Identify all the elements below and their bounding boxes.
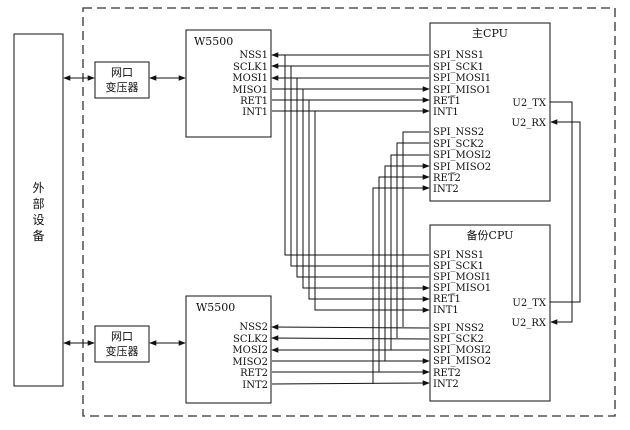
w5500-top-pin: RET1 <box>240 96 268 107</box>
transformer-bottom-line1: 网口 <box>111 330 133 343</box>
cpu-backup-uart-rx: U2_RX <box>512 318 547 329</box>
w5500-bottom-pin: NSS2 <box>239 322 268 333</box>
cpu-backup-pin: SPI_NSS1 <box>433 250 484 261</box>
cpu-main-pin: SPI_MOSI2 <box>433 150 491 161</box>
bus-wtop-backup <box>308 100 430 302</box>
cpu-backup-pin: RET2 <box>433 368 461 379</box>
bus-wbottom-main <box>378 174 430 372</box>
cpu-main-pin: INT2 <box>433 184 459 195</box>
cpu-main-title: 主CPU <box>472 27 508 40</box>
w5500-bottom-pin: MOSI2 <box>232 345 268 356</box>
cpu-main-uart-tx: U2_TX <box>512 98 546 109</box>
uart-link-main-tx-to-backup-rx <box>550 101 573 325</box>
transformer-bottom-line2: 变压器 <box>106 344 139 358</box>
cpu-backup-pin: SPI_MOSI1 <box>433 272 491 283</box>
cpu-main-pin: RET1 <box>433 96 461 107</box>
cpu-main-pin: SPI_MISO2 <box>433 162 491 173</box>
cpu-backup-title: 备份CPU <box>467 228 514 242</box>
transformer-top-line1: 网口 <box>111 66 133 79</box>
bus-wtop-backup <box>290 66 429 267</box>
system-boundary <box>82 7 616 417</box>
bus-wbottom-main <box>390 154 429 350</box>
w5500-top-pin: NSS1 <box>239 50 268 61</box>
cpu-main-pin: SPI_SCK2 <box>433 139 484 150</box>
cpu-backup-uart-tx: U2_TX <box>512 298 546 309</box>
w5500-top-pin: INT1 <box>242 107 268 118</box>
w5500-bottom-pin: SCLK2 <box>233 334 268 345</box>
w5500-bottom-pin: INT2 <box>242 380 268 391</box>
w5500-top-pin: MISO1 <box>232 85 268 96</box>
w5500-top-pin: MOSI1 <box>232 73 268 84</box>
transformer-top-box <box>94 61 150 99</box>
w5500-top-pin: SCLK1 <box>233 62 268 73</box>
cpu-backup-pin: INT1 <box>433 305 459 316</box>
cpu-main-pin: RET2 <box>433 173 461 184</box>
external-device-label-3: 设 <box>32 213 44 227</box>
cpu-main-pin: INT1 <box>433 107 459 118</box>
bus-wbottom-main <box>396 142 429 338</box>
bus-wtop-backup <box>314 111 430 313</box>
bus-wbottom-backup <box>271 380 430 386</box>
cpu-main-pin: SPI_NSS2 <box>433 127 484 138</box>
bus-wtop-backup <box>302 89 430 291</box>
cpu-backup-pin: SPI_NSS2 <box>433 323 484 334</box>
cpu-main-pin: SPI_MISO1 <box>433 85 491 96</box>
cpu-main-pin: SPI_NSS1 <box>433 50 484 61</box>
w5500-top-box <box>185 29 272 138</box>
w5500-bottom-box <box>185 295 272 404</box>
bus-wbottom-main <box>372 185 430 384</box>
w5500-top-title: W5500 <box>194 35 233 48</box>
cpu-backup-pin: SPI_MISO2 <box>433 356 491 367</box>
w5500-bottom-pin: MISO2 <box>232 357 268 368</box>
bus-wtop-backup <box>284 55 429 256</box>
cpu-backup-pin: INT2 <box>433 379 459 390</box>
signal-bus-wires <box>271 52 430 386</box>
cpu-backup-pin: SPI_SCK1 <box>433 261 484 272</box>
external-device-label-4: 备 <box>32 229 44 243</box>
cpu-main-uart-rx: U2_RX <box>512 118 547 129</box>
transformer-bottom-box <box>94 325 150 363</box>
cpu-main-pin: SPI_MOSI1 <box>433 73 491 84</box>
cpu-main-box <box>429 22 551 202</box>
external-device-box <box>13 33 64 387</box>
w5500-bottom-pin: RET2 <box>240 368 268 379</box>
cpu-backup-pin: SPI_SCK2 <box>433 334 484 345</box>
bus-wbottom-backup <box>271 335 430 341</box>
cpu-main-pin: SPI_SCK1 <box>433 62 484 73</box>
transformer-top-line2: 变压器 <box>106 80 139 94</box>
bus-wbottom-main <box>402 131 429 327</box>
w5500-bottom-title: W5500 <box>196 301 235 314</box>
external-device-label-2: 部 <box>32 196 44 211</box>
bus-wbottom-backup <box>271 324 430 330</box>
cpu-backup-pin: RET1 <box>433 294 461 305</box>
cpu-backup-pin: SPI_MISO1 <box>433 283 491 294</box>
cpu-backup-pin: SPI_MOSI2 <box>433 345 491 356</box>
bus-wbottom-main <box>384 163 430 361</box>
cpu-backup-box <box>429 224 551 402</box>
uart-link-backup-tx-to-main-rx <box>550 119 581 303</box>
external-device-label-1: 外 <box>32 181 44 195</box>
